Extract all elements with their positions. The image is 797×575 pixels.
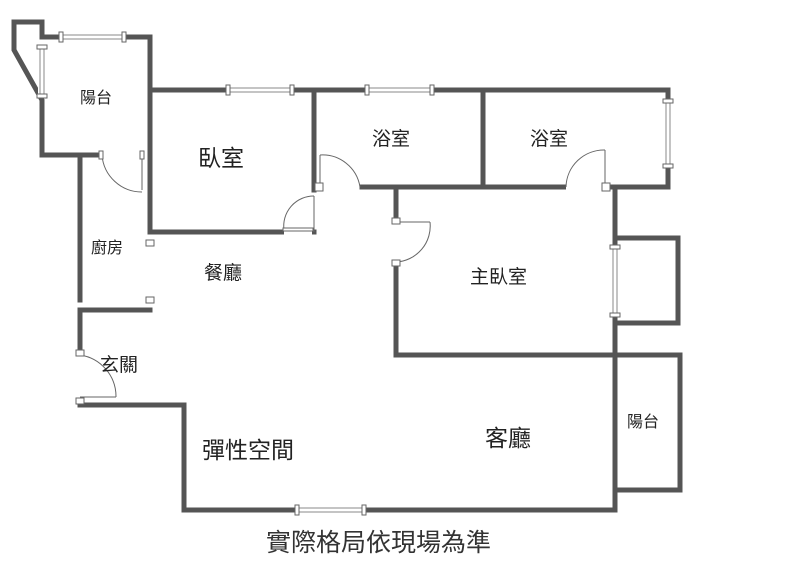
room-label-flex-space: 彈性空間 (202, 438, 294, 464)
room-label-balcony-right: 陽台 (627, 412, 660, 431)
doors (75, 149, 611, 405)
wall-bottom (77, 402, 618, 513)
wall-balcony-top-left (11, 19, 83, 303)
room-label-kitchen: 廚房 (91, 238, 124, 257)
walls (11, 19, 683, 513)
wall-balcony-right (612, 352, 683, 493)
windows (36, 31, 674, 516)
room-label-living-room: 客廳 (485, 426, 531, 452)
room-label-dining: 餐廳 (204, 262, 243, 284)
room-label-bedroom: 臥室 (198, 146, 244, 172)
room-label-bath-2: 浴室 (530, 128, 569, 150)
room-label-entrance: 玄關 (100, 354, 139, 376)
room-label-balcony-top: 陽台 (80, 88, 113, 107)
room-label-bath-1: 浴室 (372, 128, 411, 150)
wall-master-closet (612, 235, 681, 326)
room-label-master-bedroom: 主臥室 (470, 266, 528, 288)
footnote: 實際格局依現場為準 (266, 528, 492, 557)
